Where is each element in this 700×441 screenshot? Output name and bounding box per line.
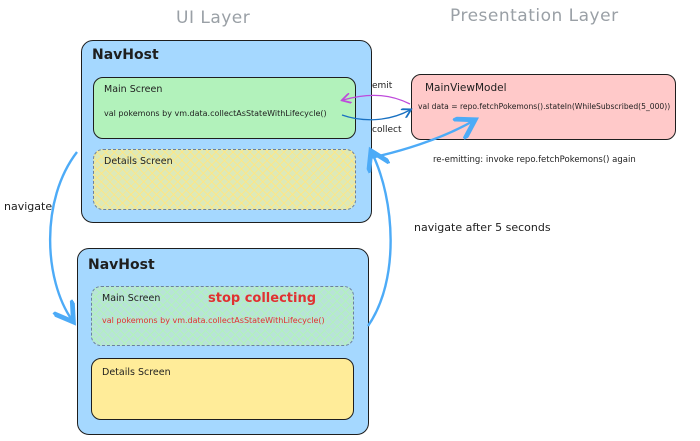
bottom-details-screen-title: Details Screen <box>102 367 171 378</box>
collect-arrow <box>341 110 410 121</box>
navigate-arrow <box>48 151 78 320</box>
reemit-arrow <box>369 121 473 160</box>
navigate-label: navigate <box>4 200 53 213</box>
bottom-details-screen: Details Screen <box>91 358 354 420</box>
emit-label: emit <box>372 81 393 91</box>
top-details-screen-title: Details Screen <box>104 156 173 167</box>
navigate-back-arrow <box>368 153 392 327</box>
mainviewmodel-code: val data = repo.fetchPokemons().stateIn(… <box>418 102 671 111</box>
bottom-main-screen-title: Main Screen <box>102 293 161 304</box>
bottom-navhost-title: NavHost <box>88 257 155 273</box>
mainviewmodel-title: MainViewModel <box>425 82 507 94</box>
bottom-main-screen-code: val pokemons by vm.data.collectAsStateWi… <box>102 316 325 325</box>
top-navhost: NavHost Main Screen val pokemons by vm.d… <box>81 40 372 223</box>
top-details-screen: Details Screen <box>93 149 356 210</box>
presentation-layer-title: Presentation Layer <box>450 6 619 26</box>
top-main-screen-code: val pokemons by vm.data.collectAsStateWi… <box>104 109 327 118</box>
top-main-screen-title: Main Screen <box>104 84 163 95</box>
bottom-navhost: NavHost Main Screen val pokemons by vm.d… <box>77 248 369 435</box>
navigate-back-label: navigate after 5 seconds <box>414 221 551 234</box>
top-main-screen: Main Screen val pokemons by vm.data.coll… <box>93 77 356 139</box>
bottom-main-screen: Main Screen val pokemons by vm.data.coll… <box>91 286 354 346</box>
collect-label: collect <box>372 125 402 135</box>
emit-arrow <box>343 95 411 105</box>
ui-layer-title: UI Layer <box>176 8 251 28</box>
stop-collecting-label: stop collecting <box>208 291 317 306</box>
top-navhost-title: NavHost <box>92 47 159 63</box>
reemit-label: re-emitting: invoke repo.fetchPokemons()… <box>433 155 636 165</box>
